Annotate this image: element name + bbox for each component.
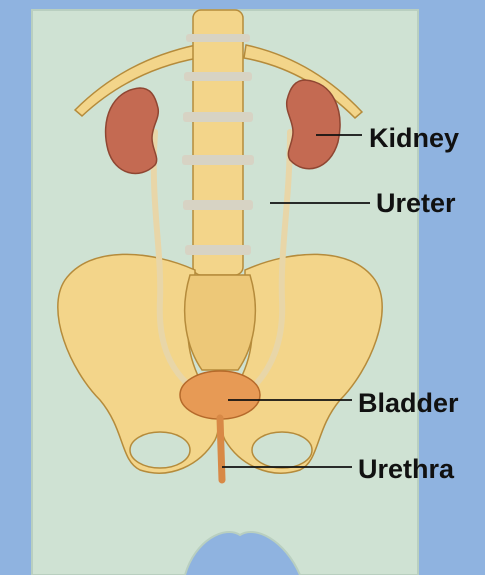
- ureter-label: Ureter: [376, 190, 456, 217]
- spine: [182, 10, 254, 275]
- kidney-label: Kidney: [369, 125, 459, 152]
- urethra: [220, 418, 222, 480]
- bladder: [180, 371, 260, 419]
- bladder-label: Bladder: [358, 390, 459, 417]
- urethra-label: Urethra: [358, 456, 454, 483]
